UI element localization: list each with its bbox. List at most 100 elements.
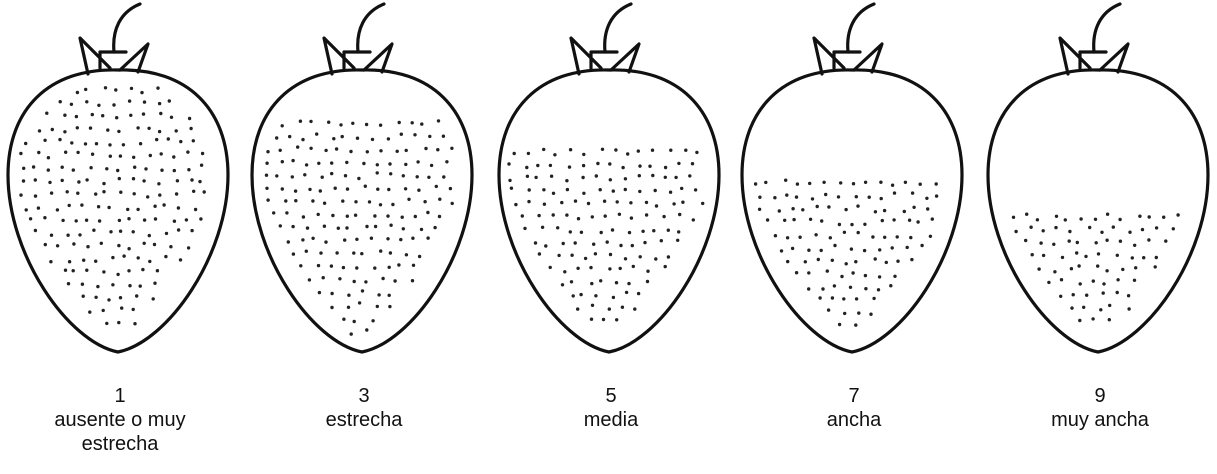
- achene: [1078, 319, 1081, 322]
- achene: [629, 201, 632, 204]
- achene: [552, 213, 555, 216]
- achene: [534, 176, 537, 179]
- achene: [272, 211, 275, 214]
- achene: [594, 294, 597, 297]
- achene: [172, 155, 175, 158]
- achene: [345, 226, 348, 229]
- achene: [379, 203, 382, 206]
- achene: [1014, 230, 1017, 233]
- achene: [152, 297, 155, 300]
- achene: [155, 138, 158, 141]
- achene: [292, 252, 295, 255]
- achene: [102, 270, 105, 273]
- achene: [139, 284, 142, 287]
- achene: [442, 135, 445, 138]
- achene: [132, 156, 135, 159]
- achene: [275, 174, 278, 177]
- achene: [142, 179, 145, 182]
- achene: [119, 154, 122, 157]
- achene: [354, 200, 357, 203]
- achene: [609, 253, 612, 256]
- achene: [294, 199, 297, 202]
- achene: [94, 260, 97, 263]
- achene: [327, 121, 330, 124]
- achene: [427, 176, 430, 179]
- achene: [92, 229, 95, 232]
- achene: [167, 137, 170, 140]
- achene: [371, 319, 374, 322]
- achene: [56, 244, 59, 247]
- achene: [109, 230, 112, 233]
- width-label: ausente o muy estrecha: [25, 408, 215, 456]
- achene: [49, 260, 52, 263]
- achene: [148, 260, 151, 263]
- achene: [590, 282, 593, 285]
- achene: [148, 234, 151, 237]
- achene: [86, 245, 89, 248]
- achene: [22, 179, 25, 182]
- achene: [549, 164, 552, 167]
- achene: [868, 196, 871, 199]
- strawberry-drawing-7: [734, 0, 974, 380]
- achene: [365, 225, 368, 228]
- achene: [1060, 278, 1063, 281]
- achene: [24, 142, 27, 145]
- achene: [1095, 241, 1098, 244]
- achene: [77, 180, 80, 183]
- achene: [61, 219, 64, 222]
- achene: [388, 162, 391, 165]
- achene: [291, 225, 294, 228]
- achene: [153, 243, 156, 246]
- achene: [630, 216, 633, 219]
- achene: [43, 139, 46, 142]
- achene: [891, 184, 894, 187]
- achene: [694, 188, 697, 191]
- achene: [165, 232, 168, 235]
- achene: [309, 120, 312, 123]
- achene: [160, 152, 163, 155]
- achene: [896, 260, 899, 263]
- achene: [1106, 213, 1109, 216]
- achene: [299, 120, 302, 123]
- achene: [811, 197, 814, 200]
- achene: [514, 203, 517, 206]
- achene: [301, 138, 304, 141]
- achene: [525, 166, 528, 169]
- achene: [542, 148, 545, 151]
- panel-score-1: 1 ausente o muy estrecha: [0, 0, 240, 474]
- achene: [341, 135, 344, 138]
- achene: [139, 142, 142, 145]
- score-label: 3: [244, 384, 484, 408]
- achene: [798, 236, 801, 239]
- achene: [680, 187, 683, 190]
- achene: [179, 140, 182, 143]
- achene: [1042, 229, 1045, 232]
- achene: [818, 296, 821, 299]
- achene: [22, 167, 25, 170]
- achene: [878, 275, 881, 278]
- strawberry-body: [252, 70, 472, 352]
- achene: [615, 281, 618, 284]
- achene: [574, 241, 577, 244]
- achene: [541, 226, 544, 229]
- achene: [407, 198, 410, 201]
- achene: [911, 191, 914, 194]
- achene: [343, 238, 346, 241]
- achene: [102, 190, 105, 193]
- strawberry-body: [988, 70, 1208, 352]
- achene: [122, 254, 125, 257]
- achene: [75, 219, 78, 222]
- achene: [929, 235, 932, 238]
- achene: [265, 187, 268, 190]
- achene: [119, 230, 122, 233]
- achene: [173, 220, 176, 223]
- achene: [795, 271, 798, 274]
- achene: [281, 124, 284, 127]
- achene: [563, 270, 566, 273]
- achene: [1105, 269, 1108, 272]
- achene: [132, 177, 135, 180]
- achene: [820, 219, 823, 222]
- achene: [1108, 304, 1111, 307]
- achene: [688, 174, 691, 177]
- achene: [1079, 282, 1082, 285]
